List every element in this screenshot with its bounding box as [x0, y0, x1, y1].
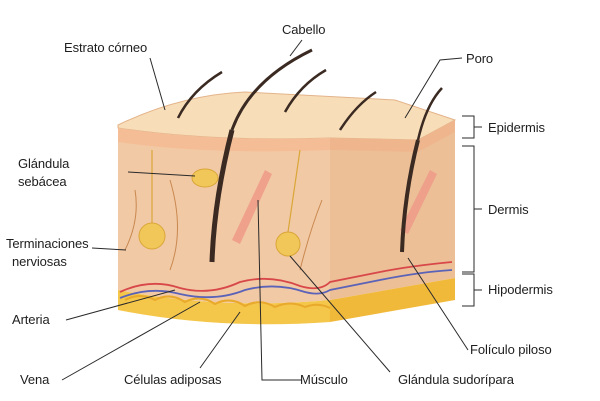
- label-arteria: Arteria: [12, 312, 50, 327]
- skin-block: [118, 50, 455, 324]
- label-poro: Poro: [466, 51, 493, 66]
- bracket-epidermis: [462, 116, 482, 138]
- epidermis-top-surface: [118, 92, 455, 140]
- sebaceous-gland: [192, 169, 218, 187]
- label-musculo: Músculo: [300, 372, 348, 387]
- label-glandula-sudoripara: Glándula sudorípara: [398, 372, 514, 387]
- label-hipodermis: Hipodermis: [488, 282, 553, 297]
- bracket-dermis: [462, 146, 482, 272]
- label-terminaciones-1: Terminaciones: [6, 236, 89, 251]
- leader-vena: [62, 302, 200, 380]
- label-cabello: Cabello: [282, 22, 325, 37]
- label-dermis: Dermis: [488, 202, 529, 217]
- label-glandula-sebacea-2: sebácea: [18, 174, 66, 189]
- label-terminaciones-2: nerviosas: [12, 254, 67, 269]
- sweat-gland-left: [139, 223, 165, 249]
- label-epidermis: Epidermis: [488, 120, 545, 135]
- label-estrato-corneo: Estrato córneo: [64, 40, 147, 55]
- leader-estrato: [150, 58, 165, 110]
- label-foliculo-piloso: Folículo piloso: [470, 342, 552, 357]
- label-celulas-adiposas: Células adiposas: [124, 372, 221, 387]
- sweat-gland-right: [276, 232, 300, 256]
- label-vena: Vena: [20, 372, 49, 387]
- leader-cabello: [290, 40, 302, 56]
- bracket-hipodermis: [462, 274, 482, 306]
- label-glandula-sebacea-1: Glándula: [18, 156, 69, 171]
